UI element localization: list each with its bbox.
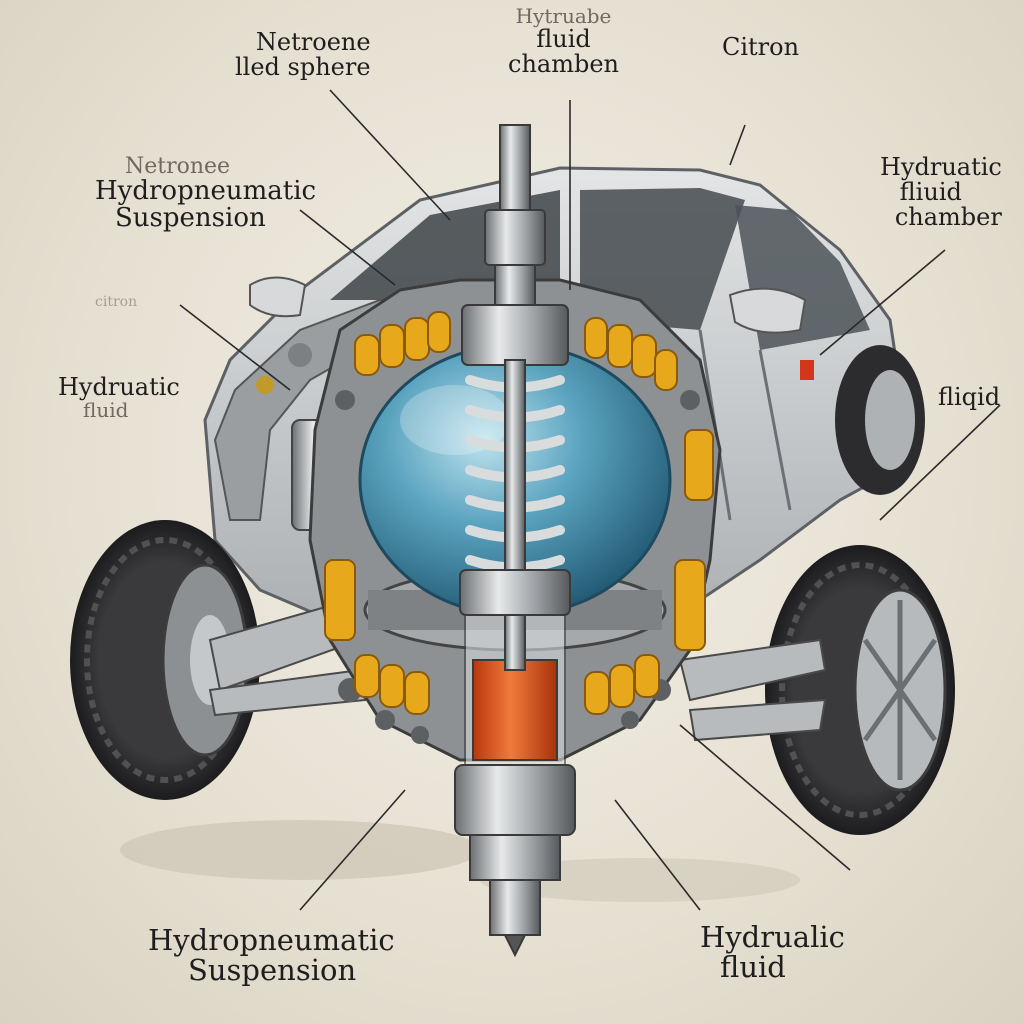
- label-bottom-right-line1: Hydrualic: [700, 920, 845, 954]
- label-bottom-right: Hydrualic fluid: [700, 922, 845, 983]
- label-top-center-line2: fluid: [536, 25, 591, 53]
- label-bottom-left-line1: Hydropneumatic: [148, 923, 395, 957]
- hydraulic-fluid-column: [472, 659, 558, 761]
- rear-right-upper-wheel: [835, 345, 925, 495]
- label-bottom-left-line2: Suspension: [188, 953, 357, 988]
- label-left-mid-line1: Hydruatic: [58, 373, 180, 401]
- label-right-upper-line1: Hydruatic: [880, 153, 1002, 181]
- damper-body: [454, 569, 576, 958]
- label-right-upper-line3: chamber: [894, 203, 1002, 232]
- leader-lines: [179, 89, 1001, 911]
- label-top-center-line1: Hytruabe: [515, 4, 612, 28]
- ground-shadow: [120, 820, 480, 880]
- label-nitrogen-sphere-line2: lled sphere: [235, 53, 371, 82]
- label-right-upper: Hydruatic fliuid chamber: [880, 153, 1002, 232]
- label-left-upper-line3: Suspension: [115, 203, 266, 234]
- label-nitrogen-sphere-line1: Netroene: [255, 28, 371, 56]
- label-left-mid: Hydruatic fluid: [58, 373, 180, 423]
- label-bottom-left: Hydropneumatic Suspension: [148, 925, 395, 986]
- label-top-center: Hytruabe fluid chamben: [508, 6, 619, 77]
- label-right-mid: fliqid: [938, 383, 1001, 411]
- label-left-mid-line2: fluid: [83, 398, 129, 423]
- label-bottom-right-line2: fluid: [720, 950, 786, 985]
- label-top-center-line3: chamben: [508, 50, 619, 79]
- suspension-arms: [208, 598, 827, 742]
- label-left-upper: Netronee Hydropneumatic Suspension: [95, 155, 316, 233]
- label-left-upper-line1: Netronee: [125, 154, 231, 179]
- label-nitrogen-sphere: Netroene lled sphere: [235, 28, 371, 82]
- label-left-upper-line2: Hydropneumatic: [95, 176, 317, 207]
- yellow-spring-coils: [324, 311, 714, 715]
- label-left-faded: citron: [95, 294, 138, 310]
- rear-right-wheel: [765, 545, 955, 835]
- sphere-highlight: [400, 385, 510, 455]
- damper-rod-top: [461, 124, 569, 571]
- label-brand: Citron: [722, 33, 800, 61]
- label-right-upper-line2: fliuid: [899, 178, 962, 207]
